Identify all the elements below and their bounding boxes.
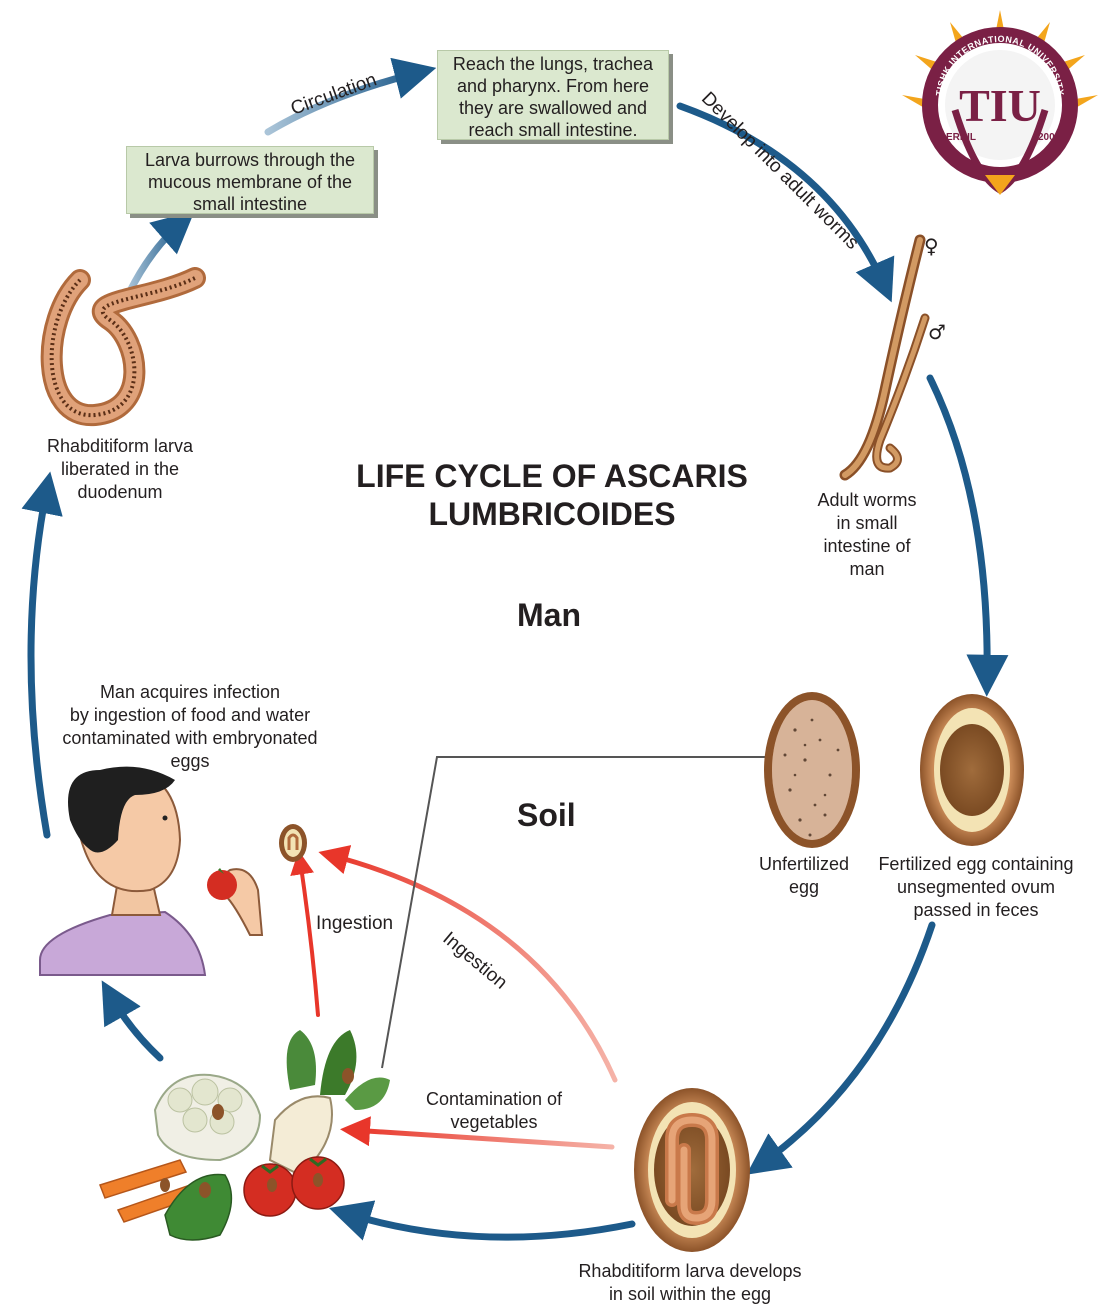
larva-develops-line-1: Rhabditiform larva develops — [560, 1260, 820, 1283]
rhabditiform-larva-label: Rhabditiform larva liberated in the duod… — [30, 435, 210, 504]
adult-worms-line-1: Adult worms — [797, 489, 937, 512]
lungs-line-4: reach small intestine. — [442, 119, 664, 141]
man-acquires-line-4: eggs — [40, 750, 340, 773]
logo-city: ERBIL — [946, 132, 976, 143]
embryonated-egg-illustration — [634, 1088, 750, 1252]
man-illustration — [40, 767, 262, 975]
rhabditiform-larva-line-2: liberated in the — [30, 458, 210, 481]
fertilized-egg-illustration — [920, 694, 1024, 846]
ingestion-arrow-vertical — [300, 860, 318, 1015]
adult-worms-label: Adult worms in small intestine of man — [797, 489, 937, 581]
cycle-arrow-develop — [680, 106, 885, 287]
cycle-arrow-to-egg — [930, 378, 987, 680]
cycle-arrow-to-man — [110, 995, 160, 1058]
larva-develops-label: Rhabditiform larva develops in soil with… — [560, 1260, 820, 1306]
fertilized-egg-line-1: Fertilized egg containing — [864, 853, 1088, 876]
fertilized-egg-label: Fertilized egg containing unsegmented ov… — [864, 853, 1088, 922]
man-acquires-label: Man acquires infection by ingestion of f… — [40, 681, 340, 773]
small-egg-icon — [279, 824, 307, 862]
contamination-line-2: vegetables — [408, 1111, 580, 1134]
male-symbol: ♂ — [928, 320, 946, 344]
adult-worms-line-3: intestine of — [797, 535, 937, 558]
adult-worms-line-4: man — [797, 558, 937, 581]
cycle-arrow-to-vegetables — [345, 1213, 632, 1237]
logo-initials: TIU — [959, 80, 1041, 131]
adult-worms-line-2: in small — [797, 512, 937, 535]
unfertilized-egg-label: Unfertilized egg — [748, 853, 860, 899]
fertilized-egg-line-3: passed in feces — [864, 899, 1088, 922]
female-symbol: ♀ — [924, 234, 939, 258]
cycle-arrow-to-duodenum — [31, 488, 47, 835]
diagram-title: LIFE CYCLE OF ASCARIS LUMBRICOIDES — [330, 457, 774, 533]
lungs-box: Reach the lungs, trachea and pharynx. Fr… — [437, 50, 669, 140]
cycle-arrow-to-larva-egg — [760, 925, 932, 1165]
zone-label-man: Man — [517, 597, 581, 634]
logo-year: 2008 — [1038, 132, 1061, 143]
rhabditiform-larva-illustration — [52, 278, 195, 415]
fertilized-egg-line-2: unsegmented ovum — [864, 876, 1088, 899]
ingestion-label-1: Ingestion — [316, 913, 393, 935]
adult-worms-illustration — [845, 240, 925, 475]
title-line-1: LIFE CYCLE OF ASCARIS — [330, 457, 774, 495]
man-acquires-line-3: contaminated with embryonated — [40, 727, 340, 750]
lungs-line-1: Reach the lungs, trachea — [442, 53, 664, 75]
burrow-box: Larva burrows through the mucous membran… — [126, 146, 374, 214]
contamination-label: Contamination of vegetables — [408, 1088, 580, 1134]
unfertilized-egg-illustration — [764, 692, 860, 848]
contamination-line-1: Contamination of — [408, 1088, 580, 1111]
lungs-line-2: and pharynx. From here — [442, 75, 664, 97]
burrow-line-3: small intestine — [131, 193, 369, 215]
man-acquires-line-2: by ingestion of food and water — [40, 704, 340, 727]
vegetables-illustration — [100, 1030, 390, 1240]
lungs-line-3: they are swallowed and — [442, 97, 664, 119]
rhabditiform-larva-line-3: duodenum — [30, 481, 210, 504]
zone-label-soil: Soil — [517, 797, 576, 834]
larva-develops-line-2: in soil within the egg — [560, 1283, 820, 1306]
rhabditiform-larva-line-1: Rhabditiform larva — [30, 435, 210, 458]
title-line-2: LUMBRICOIDES — [330, 495, 774, 533]
unfertilized-egg-line-1: Unfertilized — [748, 853, 860, 876]
burrow-line-1: Larva burrows through the — [131, 149, 369, 171]
burrow-line-2: mucous membrane of the — [131, 171, 369, 193]
unfertilized-egg-line-2: egg — [748, 876, 860, 899]
man-acquires-line-1: Man acquires infection — [40, 681, 340, 704]
